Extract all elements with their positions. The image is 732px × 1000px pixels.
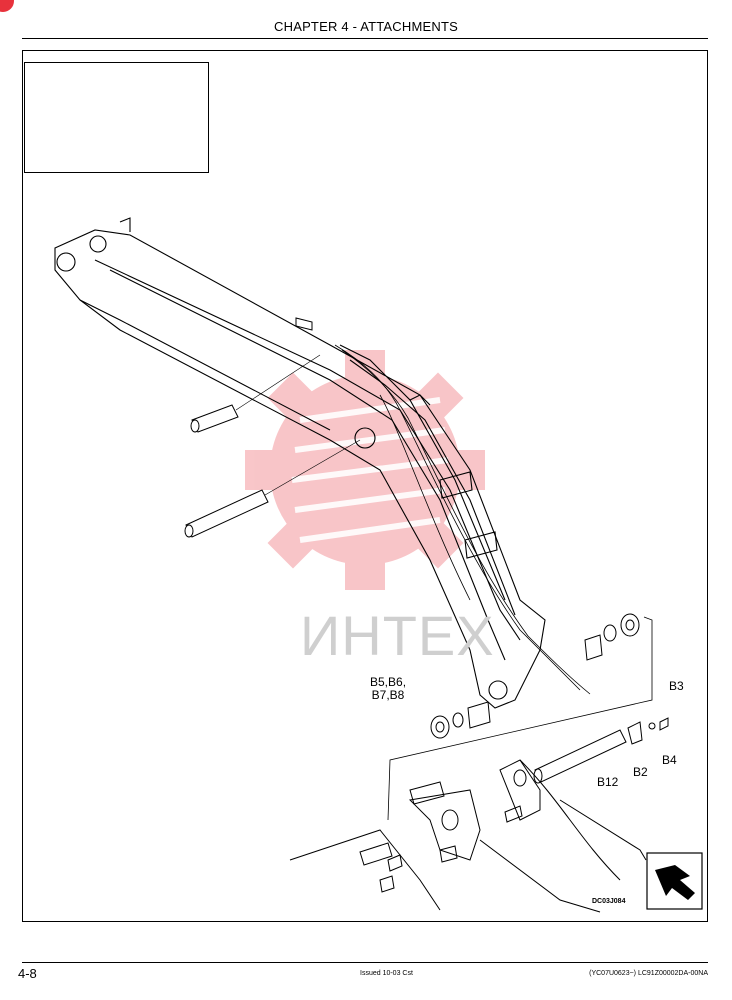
base-frame [289,759,647,913]
alignment-guide [387,616,653,821]
corner-badge [0,0,14,12]
direction-arrow-icon [646,852,703,910]
leader-lines [235,354,361,496]
hydraulic-lines [334,344,591,695]
callout-b7-b8: B7,B8 [371,688,405,702]
callout-b3: B3 [669,679,684,693]
issue-date: Issued 10-03 Cst [360,970,413,977]
chapter-title: CHAPTER 4 - ATTACHMENTS [274,19,458,34]
watermark-gear-stripes [291,397,449,543]
watermark-text: ИНТЕХ [300,604,495,667]
document-code: (YC07U0623~) LC91Z00002DA-00NA [589,970,708,977]
footer-rule [22,962,708,963]
page-number: 4-8 [18,966,37,981]
callout-b12: B12 [597,775,619,789]
figure-code: DC03J084 [592,898,626,905]
figure-frame [22,50,708,922]
callout-b5-b6: B5,B6, [370,675,407,689]
excavator-thumbnail-frame [24,62,209,173]
callout-b5-b8: B5,B6, B7,B8 [370,676,406,702]
bushings [430,613,640,739]
boom-body [54,217,546,709]
lower-pin [533,717,669,784]
header-rule [22,38,708,39]
pins [184,317,313,538]
callout-b4: B4 [662,753,677,767]
callout-b2: B2 [633,765,648,779]
